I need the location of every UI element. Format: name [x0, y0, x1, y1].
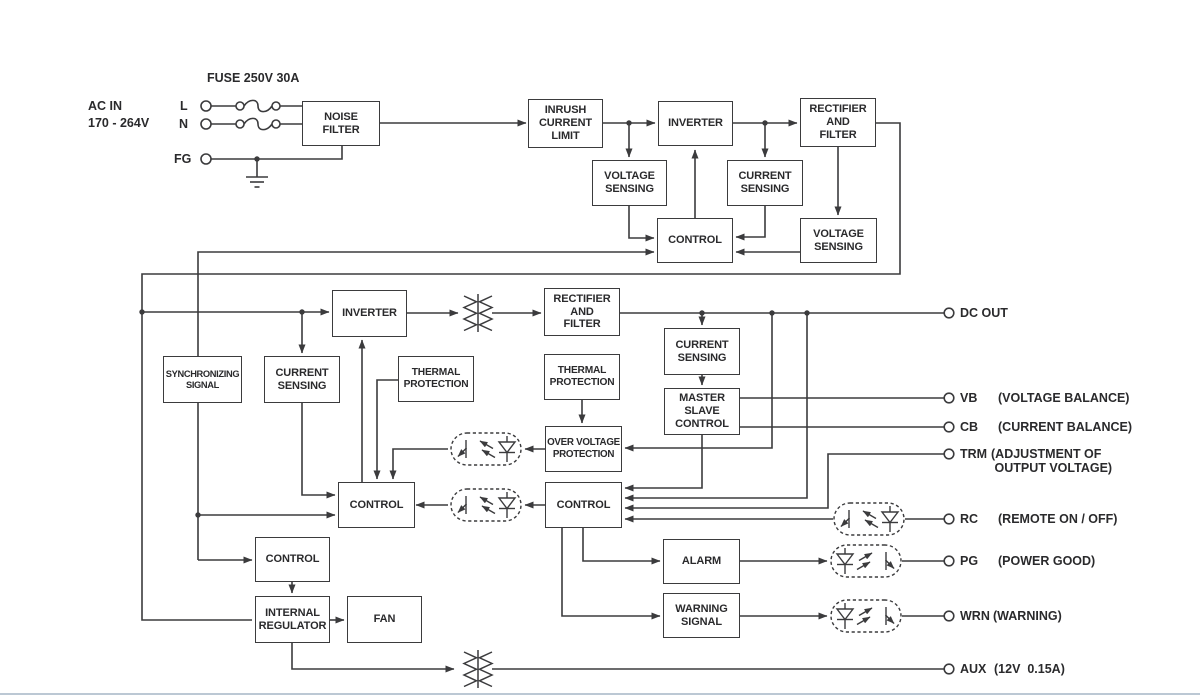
terminal-desc: (REMOTE ON / OFF) [998, 512, 1118, 526]
terminal-desc: (12V 0.15A) [994, 662, 1065, 676]
fuse-contact [235, 101, 245, 111]
terminal-desc: (WARNING) [993, 609, 1062, 623]
wire [389, 448, 448, 480]
terminal-name: PG [960, 554, 979, 568]
fuse-icon [243, 117, 273, 131]
optocoupler-icon [834, 503, 904, 535]
terminal-circle-aux [943, 663, 955, 675]
block-noise-filter: NOISE FILTER [302, 101, 380, 146]
block-current-sensing-main: CURRENT SENSING [264, 356, 340, 403]
terminal-circle-n [200, 118, 212, 130]
earth-ground-icon [246, 159, 268, 188]
ac-in-label: AC IN [88, 99, 123, 113]
wire [373, 379, 398, 480]
block-rectifier-filter-2: RECTIFIER AND FILTER [544, 288, 620, 336]
block-control-1: CONTROL [657, 218, 733, 263]
terminal-desc: (ADJUSTMENT OF OUTPUT VOLTAGE) [991, 447, 1113, 475]
block-alarm: ALARM [663, 539, 740, 584]
block-control-fan: CONTROL [255, 537, 330, 582]
terminal-desc: (CURRENT BALANCE) [998, 420, 1133, 434]
optocoupler-icon [451, 433, 521, 465]
fuse-icon [243, 99, 273, 113]
terminal-label-dcout: DC OUT [960, 306, 1008, 320]
terminal-name: TRM [960, 447, 988, 461]
wire [735, 206, 766, 241]
wire [141, 122, 901, 621]
terminal-circle-fg [200, 153, 212, 165]
terminal-circle-dcout [943, 307, 955, 319]
fuse-contact [271, 119, 281, 129]
wire [197, 248, 655, 560]
wire [624, 313, 808, 502]
terminal-label-cb: CB (CURRENT BALANCE) [960, 420, 1132, 434]
junction-dots [139, 120, 810, 518]
terminal-circle-vb [943, 392, 955, 404]
terminal-circle-l [200, 100, 212, 112]
terminal-label-pg: PG (POWER GOOD) [960, 554, 1095, 568]
optocoupler-icon [451, 489, 521, 521]
terminal-name: WRN [960, 609, 990, 623]
block-inverter-pfc: INVERTER [658, 101, 733, 146]
block-voltage-sensing-2: VOLTAGE SENSING [800, 218, 877, 263]
input-terminals [200, 100, 212, 165]
block-rectifier-filter-1: RECTIFIER AND FILTER [800, 98, 876, 147]
terminal-circle-wrn [943, 610, 955, 622]
line-fg-label: FG [174, 152, 192, 166]
block-control-primary: CONTROL [338, 482, 415, 528]
page-bottom-rule [0, 693, 1200, 695]
block-thermal-protection-1: THERMAL PROTECTION [398, 356, 474, 402]
ac-range-label: 170 - 264V [88, 116, 150, 130]
block-fan: FAN [347, 596, 422, 643]
wire [624, 453, 944, 512]
wire [211, 146, 343, 160]
block-inverter-main: INVERTER [332, 290, 407, 337]
block-over-voltage-protection: OVER VOLTAGE PROTECTION [545, 426, 622, 472]
terminal-name: CB [960, 420, 979, 434]
optocoupler-icon [831, 600, 901, 632]
terminal-circle-rc [943, 513, 955, 525]
terminal-circle-trm [943, 448, 955, 460]
wire [582, 528, 661, 565]
block-internal-regulator: INTERNAL REGULATOR [255, 596, 330, 643]
block-current-sensing-out: CURRENT SENSING [664, 328, 740, 375]
terminal-desc: (VOLTAGE BALANCE) [998, 391, 1130, 405]
transformer-icon [463, 293, 493, 333]
fuse-rating-label: FUSE 250V 30A [207, 71, 300, 85]
block-warning-signal: WARNING SIGNAL [663, 593, 740, 638]
terminal-name: VB [960, 391, 978, 405]
optocoupler-icon [831, 545, 901, 577]
wire-group [141, 99, 944, 673]
terminal-circle-cb [943, 421, 955, 433]
block-master-slave-control: MASTER SLAVE CONTROL [664, 388, 740, 435]
transformer-icon [463, 649, 493, 689]
terminal-label-rc: RC (REMOTE ON / OFF) [960, 512, 1117, 526]
terminal-desc: (POWER GOOD) [998, 554, 1096, 568]
block-thermal-protection-2: THERMAL PROTECTION [544, 354, 620, 400]
line-l-label: L [180, 99, 188, 113]
terminal-circle-pg [943, 555, 955, 567]
terminal-name: RC [960, 512, 979, 526]
wire [291, 643, 455, 673]
fuse-contact [271, 101, 281, 111]
wire [561, 528, 661, 620]
block-inrush-current-limit: INRUSH CURRENT LIMIT [528, 99, 603, 148]
terminal-label-vb: VB (VOLTAGE BALANCE) [960, 391, 1129, 405]
fuse-contact [235, 119, 245, 129]
block-current-sensing-1: CURRENT SENSING [727, 160, 803, 206]
wire [628, 206, 655, 242]
output-terminals [943, 307, 955, 675]
wire [624, 313, 773, 452]
line-n-label: N [179, 117, 189, 131]
terminal-label-aux: AUX (12V 0.15A) [960, 662, 1065, 676]
block-control-secondary: CONTROL [545, 482, 622, 528]
block-synchronizing-signal: SYNCHRONIZING SIGNAL [163, 356, 242, 403]
terminal-label-wrn: WRN (WARNING) [960, 609, 1062, 623]
block-voltage-sensing-1: VOLTAGE SENSING [592, 160, 667, 206]
wire [301, 403, 336, 499]
wire [624, 435, 703, 492]
terminal-name: AUX [960, 662, 987, 676]
terminal-name: DC OUT [960, 306, 1008, 320]
terminal-label-trm: TRM (ADJUSTMENT OF OUTPUT VOLTAGE) [960, 447, 1112, 475]
